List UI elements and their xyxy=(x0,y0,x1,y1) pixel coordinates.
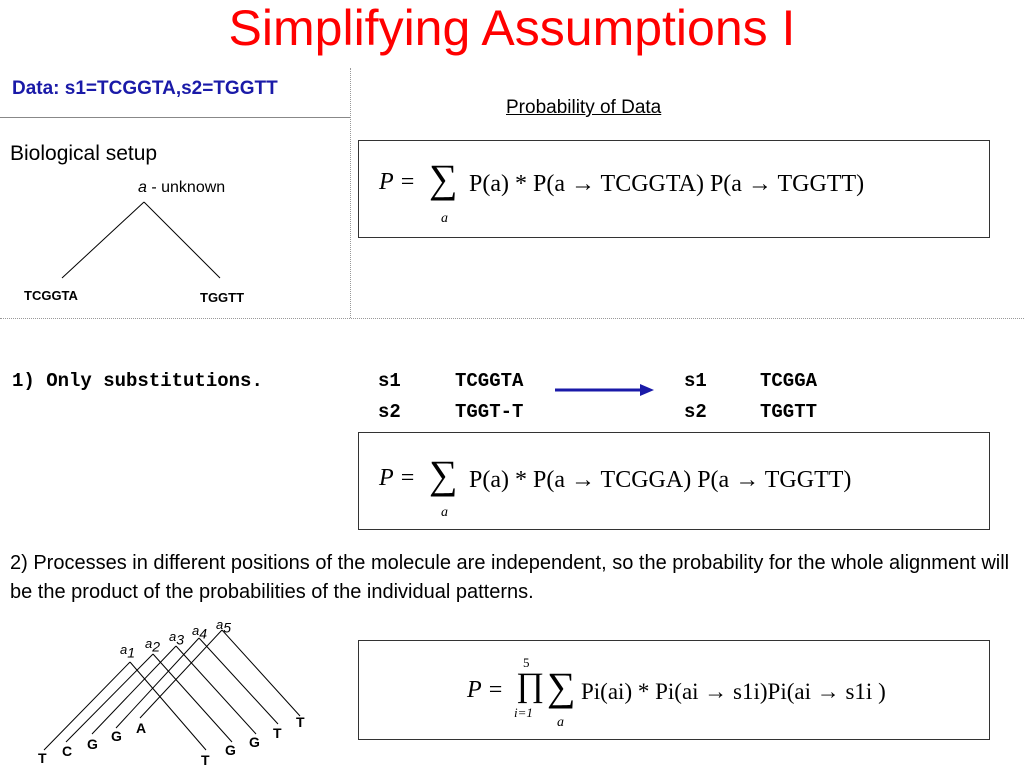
seq-name-s2-right: s2 xyxy=(684,401,707,423)
seq1-pos2: C xyxy=(62,743,73,759)
formula-3-prod-upper: 5 xyxy=(523,655,530,670)
seq-s2-aligned: TGGT-T xyxy=(455,401,524,423)
sum-symbol: ∑ xyxy=(547,664,576,709)
ancestor-a1: a1 xyxy=(120,642,136,661)
position-trees xyxy=(43,629,301,751)
divider-vertical xyxy=(350,68,351,318)
section1-label: 1) Only substitutions. xyxy=(12,370,263,392)
formula-3-lhs: P = xyxy=(467,677,504,703)
probability-of-data-heading: Probability of Data xyxy=(506,97,662,118)
formula-3-body: Pi(ai) * Pi(ai → s1i)Pi(ai → s1i ) xyxy=(581,679,886,704)
divider-horizontal xyxy=(0,117,350,118)
sum-symbol: ∑ xyxy=(429,156,458,201)
seq2-pos5: T xyxy=(296,714,305,730)
divider-dotted xyxy=(0,318,1024,319)
biological-setup-label: Biological setup xyxy=(10,142,158,165)
formula-box-1: P = ∑ a P(a) * P(a → TCGGTA) P(a → TGGTT… xyxy=(358,140,990,238)
formula-2-body: P(a) * P(a → TCGGA) P(a → TGGTT) xyxy=(469,467,852,493)
formula-box-3: P = 5 ∏ i=1 ∑ a Pi(ai) * Pi(ai → s1i)Pi(… xyxy=(358,640,990,740)
formula-1-sum-index: a xyxy=(441,211,448,226)
seq-name-s1-left: s1 xyxy=(378,370,401,392)
root-text: - unknown xyxy=(146,179,226,196)
seq-name-s2-left: s2 xyxy=(378,401,401,423)
ancestor-a5: a5 xyxy=(216,617,232,636)
formula-2-sum-index: a xyxy=(441,505,448,520)
seq-s2-substitution: TGGTT xyxy=(760,401,818,423)
seq2-pos4: T xyxy=(273,725,282,741)
seq1-pos4: G xyxy=(111,728,122,744)
seq2-pos3: G xyxy=(249,734,260,750)
seq1-pos5: A xyxy=(136,720,147,736)
data-label: Data: s1=TCGGTA,s2=TGGTT xyxy=(12,78,278,99)
formula-1-body: P(a) * P(a → TCGGTA) P(a → TGGTT) xyxy=(469,171,865,197)
seq-s1-substitution: TCGGA xyxy=(760,370,818,392)
seq2-pos1: T xyxy=(201,752,210,768)
sum-symbol: ∑ xyxy=(429,452,458,497)
formula-box-2: P = ∑ a P(a) * P(a → TCGGA) P(a → TGGTT) xyxy=(358,432,990,530)
ancestor-a3: a3 xyxy=(169,629,185,648)
formula-3-sum-index: a xyxy=(557,715,564,730)
seq2-pos2: G xyxy=(225,742,236,758)
arrow-right-icon xyxy=(555,384,654,396)
root-variable: a xyxy=(138,179,147,196)
ancestor-a2: a2 xyxy=(145,636,161,655)
leaf-right-label: TGGTT xyxy=(200,290,245,305)
formula-1-lhs: P = xyxy=(379,169,416,195)
formula-3-prod-lower: i=1 xyxy=(514,705,533,720)
formula-2-lhs: P = xyxy=(379,465,416,491)
seq-s1-aligned: TCGGTA xyxy=(455,370,524,392)
seq-name-s1-right: s1 xyxy=(684,370,707,392)
leaf-left-label: TCGGTA xyxy=(24,288,78,303)
biological-tree xyxy=(61,201,221,279)
ancestor-a4: a4 xyxy=(192,623,208,642)
product-symbol: ∏ xyxy=(516,667,544,704)
root-label: a - unknown xyxy=(138,179,225,197)
section2-text: 2) Processes in different positions of t… xyxy=(10,552,1010,603)
slide-title: Simplifying Assumptions I xyxy=(228,0,796,56)
seq1-pos1: T xyxy=(38,750,47,766)
seq1-pos3: G xyxy=(87,736,98,752)
